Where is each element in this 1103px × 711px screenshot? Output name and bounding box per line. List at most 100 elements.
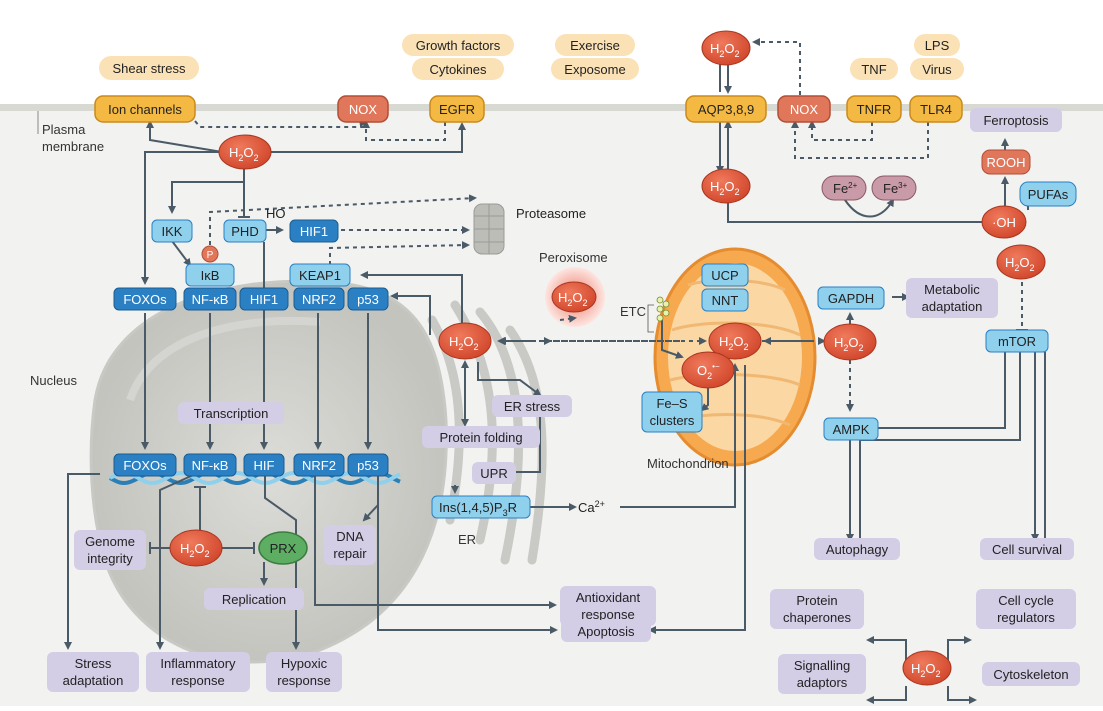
ucp: UCP	[701, 263, 749, 287]
proteasome-label: Proteasome	[516, 206, 586, 221]
h2o2-mitochondrion: H2O2	[708, 322, 762, 360]
h2o2-cytosol-right: H2O2	[823, 323, 877, 361]
hif1-hydroxylated: HIF1	[289, 219, 339, 243]
svg-text:H2O2: H2O2	[710, 41, 740, 59]
phospho-p: P	[201, 245, 219, 263]
stimulus-virus: Virus	[910, 58, 964, 80]
transcription-label: Transcription	[178, 402, 284, 424]
svg-text:UCP: UCP	[711, 268, 738, 283]
svg-text:HIF: HIF	[254, 458, 275, 473]
svg-text:NF-κB: NF-κB	[192, 292, 229, 307]
svg-text:p53: p53	[357, 458, 379, 473]
svg-text:NRF2: NRF2	[302, 458, 336, 473]
ho-label: HO	[266, 206, 286, 221]
stimulus-tnf: TNF	[850, 58, 898, 80]
nrf2-cytosol: NRF2	[293, 287, 345, 311]
svg-text:Shear stress: Shear stress	[113, 61, 186, 76]
svg-text:adaptation: adaptation	[922, 299, 983, 314]
stimulus-cytokines: Cytokines	[412, 58, 504, 80]
svg-text:AQP3,8,9: AQP3,8,9	[698, 102, 754, 117]
svg-text:NOX: NOX	[349, 102, 378, 117]
nucleus-label: Nucleus	[30, 373, 77, 388]
hif-nucleus: HIF	[243, 453, 285, 477]
signalling-adaptors: Signalling adaptors	[778, 654, 866, 694]
superoxide: O2•−	[681, 351, 735, 389]
h2o2-aqp-inside: H2O2	[701, 168, 751, 204]
h2o2-nucleus: H2O2	[169, 529, 223, 567]
calcium-label: Ca2+	[578, 499, 605, 515]
ferroptosis: Ferroptosis	[970, 108, 1062, 132]
svg-text:AMPK: AMPK	[833, 422, 870, 437]
svg-text:O2•−: O2•−	[697, 362, 720, 381]
svg-text:ROOH: ROOH	[987, 155, 1026, 170]
svg-text:Fe–S: Fe–S	[656, 396, 687, 411]
svg-text:FOXOs: FOXOs	[123, 292, 167, 307]
fe-s-clusters: Fe–S clusters	[641, 391, 703, 433]
h2o2-peroxisome: H2O2	[551, 281, 597, 313]
svg-text:Exposome: Exposome	[564, 62, 625, 77]
keap1: KEAP1	[289, 263, 351, 287]
ikb: IκB	[185, 263, 235, 287]
svg-text:Metabolic: Metabolic	[924, 282, 980, 297]
er-label: ER	[458, 532, 476, 547]
hydroxyl-radical: ·OH	[981, 205, 1027, 239]
svg-text:TLR4: TLR4	[920, 102, 952, 117]
svg-text:adaptors: adaptors	[797, 675, 848, 690]
svg-text:chaperones: chaperones	[783, 610, 851, 625]
p53-nucleus: p53	[347, 453, 389, 477]
tnfr: TNFR	[846, 95, 902, 123]
cell-cycle-regulators: Cell cycle regulators	[976, 589, 1076, 629]
ampk: AMPK	[823, 417, 879, 441]
fe3: Fe3+	[871, 175, 917, 201]
svg-text:NOX: NOX	[790, 102, 819, 117]
h2o2-mtor: H2O2	[996, 244, 1046, 280]
cytoskeleton: Cytoskeleton	[982, 662, 1080, 686]
svg-text:IKK: IKK	[162, 224, 183, 239]
svg-text:DNA: DNA	[336, 529, 364, 544]
replication: Replication	[204, 588, 304, 610]
protein-chaperones: Protein chaperones	[770, 589, 864, 629]
svg-text:Cytoskeleton: Cytoskeleton	[993, 667, 1068, 682]
ip3-receptor: Ins(1,4,5)P3R	[431, 495, 531, 519]
stimulus-growth-factors: Growth factors	[402, 34, 514, 56]
hypoxic-response: Hypoxic response	[266, 652, 342, 692]
svg-text:H2O2: H2O2	[1005, 255, 1035, 273]
svg-text:P: P	[207, 250, 214, 261]
svg-text:mTOR: mTOR	[998, 334, 1036, 349]
svg-text:Inflammatory: Inflammatory	[160, 656, 236, 671]
svg-text:PRX: PRX	[270, 541, 297, 556]
nox-right: NOX	[777, 95, 831, 123]
p53-cytosol: p53	[347, 287, 389, 311]
inflammatory-response: Inflammatory response	[146, 652, 250, 692]
svg-text:Antioxidant: Antioxidant	[576, 590, 641, 605]
peroxisome-label: Peroxisome	[539, 250, 608, 265]
svg-text:Protein: Protein	[796, 593, 837, 608]
svg-text:TNF: TNF	[861, 62, 886, 77]
svg-text:PHD: PHD	[231, 224, 258, 239]
svg-text:Apoptosis: Apoptosis	[577, 624, 635, 639]
phd: PHD	[223, 219, 267, 243]
h2o2-targets: H2O2	[902, 650, 952, 686]
svg-text:response: response	[581, 607, 634, 622]
nox-left: NOX	[337, 95, 389, 123]
dna-repair: DNA repair	[324, 525, 376, 565]
stimulus-lps: LPS	[914, 34, 960, 56]
egfr: EGFR	[429, 95, 485, 123]
svg-text:Ferroptosis: Ferroptosis	[983, 113, 1049, 128]
svg-text:Growth factors: Growth factors	[416, 38, 501, 53]
fe2: Fe2+	[821, 175, 867, 201]
svg-text:p53: p53	[357, 292, 379, 307]
svg-text:H2O2: H2O2	[719, 334, 749, 352]
stimulus-exercise: Exercise	[555, 34, 635, 56]
apoptosis: Apoptosis	[561, 620, 651, 642]
svg-text:Replication: Replication	[222, 592, 286, 607]
svg-text:HIF1: HIF1	[250, 292, 278, 307]
svg-text:Fe2+: Fe2+	[833, 181, 858, 196]
svg-text:Hypoxic: Hypoxic	[281, 656, 328, 671]
svg-text:HIF1: HIF1	[300, 224, 328, 239]
svg-text:Stress: Stress	[75, 656, 112, 671]
tlr4: TLR4	[909, 95, 963, 123]
svg-text:LPS: LPS	[925, 38, 950, 53]
svg-text:Cytokines: Cytokines	[429, 62, 487, 77]
h2o2-cytosol-main: H2O2	[218, 134, 272, 170]
